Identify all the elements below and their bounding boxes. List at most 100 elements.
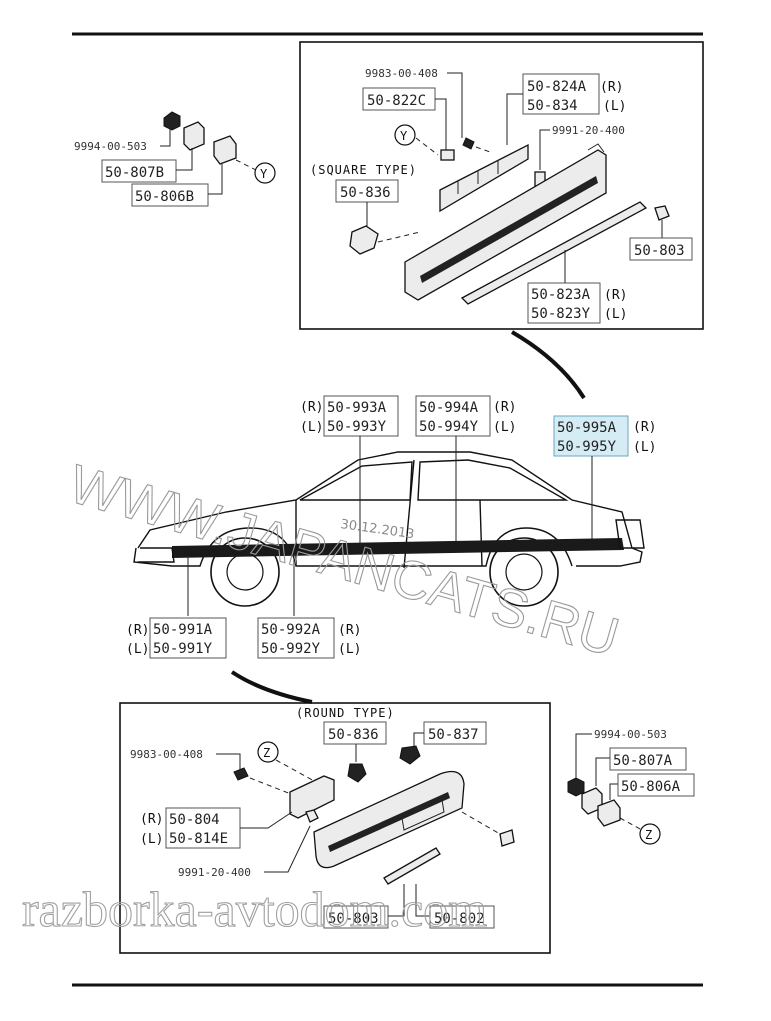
part-box xyxy=(429,905,495,929)
callout-z-letter: Z xyxy=(263,746,271,760)
part-50-803-bottom[interactable]: 50-803 xyxy=(328,911,379,927)
dashed-guide xyxy=(275,759,317,783)
part-50-991A[interactable]: 50-991A xyxy=(153,622,213,638)
dashed-guide xyxy=(461,811,501,835)
part-50-823A[interactable]: 50-823A xyxy=(531,287,591,303)
square-clip-part xyxy=(349,225,379,255)
round-type-label: (ROUND TYPE) xyxy=(296,706,395,720)
part-50-834[interactable]: 50-834 xyxy=(527,98,578,114)
round-moulding-strip xyxy=(328,792,450,852)
tail-light xyxy=(615,519,645,549)
part-box xyxy=(323,395,399,437)
bottom-detail-frame xyxy=(119,702,551,954)
part-50-994A[interactable]: 50-994A xyxy=(419,400,479,416)
part-50-993Y[interactable]: 50-993Y xyxy=(327,419,387,435)
part-box xyxy=(323,721,387,745)
side-left-label: (L) xyxy=(603,99,626,114)
part-box xyxy=(131,183,209,207)
moulding-strip xyxy=(420,176,598,283)
leader-line xyxy=(176,148,193,171)
part-50-837[interactable]: 50-837 xyxy=(428,727,479,743)
car-body xyxy=(133,451,643,567)
part-50-814E[interactable]: 50-814E xyxy=(169,831,228,847)
dashed-guide xyxy=(619,817,643,831)
part-50-992Y[interactable]: 50-992Y xyxy=(261,641,321,657)
part-9991-20-400-top[interactable]: 9991-20-400 xyxy=(552,124,625,137)
side-left-label: (L) xyxy=(604,307,627,322)
side-right-label: (R) xyxy=(633,420,656,435)
leader-line xyxy=(208,164,223,195)
part-50-824A[interactable]: 50-824A xyxy=(527,79,587,95)
screw-part xyxy=(462,137,475,150)
part-50-992A[interactable]: 50-992A xyxy=(261,622,321,638)
insert-strip-part-bottom xyxy=(383,847,441,885)
leader-line xyxy=(435,98,447,150)
part-50-807B[interactable]: 50-807B xyxy=(105,165,164,181)
part-50-806B[interactable]: 50-806B xyxy=(135,189,194,205)
part-50-803-top[interactable]: 50-803 xyxy=(634,243,685,259)
part-9983-00-408-top[interactable]: 9983-00-408 xyxy=(365,67,438,80)
side-right-label: (R) xyxy=(300,400,323,415)
round-clip-part-2 xyxy=(399,745,421,765)
end-clip-part xyxy=(654,205,670,221)
rear-window xyxy=(417,459,569,501)
part-50-994Y[interactable]: 50-994Y xyxy=(419,419,479,435)
side-right-label: (R) xyxy=(140,812,163,827)
part-50-993A[interactable]: 50-993A xyxy=(327,400,387,416)
part-50-804[interactable]: 50-804 xyxy=(169,812,220,828)
part-50-806A[interactable]: 50-806A xyxy=(621,779,681,795)
part-50-807A[interactable]: 50-807A xyxy=(613,753,673,769)
side-right-label: (R) xyxy=(604,288,627,303)
part-box-highlighted xyxy=(553,415,629,457)
front-bumper xyxy=(138,547,175,563)
bracket-part-bottom xyxy=(289,775,335,819)
screw-part-bottom xyxy=(233,767,249,781)
dashed-guide xyxy=(475,146,491,153)
part-50-822C[interactable]: 50-822C xyxy=(367,93,426,109)
part-box xyxy=(617,773,695,797)
part-9991-20-400-bottom[interactable]: 9991-20-400 xyxy=(178,866,251,879)
side-right-label: (R) xyxy=(600,80,623,95)
callout-z-letter: Z xyxy=(645,828,653,842)
dashed-guide xyxy=(249,777,297,797)
leader-line xyxy=(388,900,405,917)
part-50-991Y[interactable]: 50-991Y xyxy=(153,641,213,657)
top-detail-frame xyxy=(299,41,704,330)
dashed-guide xyxy=(377,231,421,243)
part-50-802[interactable]: 50-802 xyxy=(434,911,485,927)
side-left-label: (L) xyxy=(493,420,516,435)
moulding-window xyxy=(401,799,445,831)
bracket-part xyxy=(439,143,529,213)
side-right-label: (R) xyxy=(338,623,361,638)
callout-z-circle xyxy=(639,823,661,845)
leader-line xyxy=(575,733,592,780)
leader-line xyxy=(415,884,430,917)
watermark-razborka: razborka-avtodom.com xyxy=(22,881,487,937)
part-box xyxy=(415,395,491,437)
part-50-823Y[interactable]: 50-823Y xyxy=(531,306,591,322)
part-9994-00-503-right[interactable]: 9994-00-503 xyxy=(594,728,667,741)
side-right-label: (R) xyxy=(493,400,516,415)
pointer-arc-top xyxy=(510,330,586,400)
callout-y-circle xyxy=(254,162,276,184)
leader-line xyxy=(240,811,293,829)
side-left-label: (L) xyxy=(126,642,149,657)
part-50-836-top[interactable]: 50-836 xyxy=(340,185,391,201)
leader-line xyxy=(264,825,311,873)
side-left-label: (L) xyxy=(300,420,323,435)
front-window xyxy=(299,461,413,501)
part-50-995Y[interactable]: 50-995Y xyxy=(557,439,617,455)
rear-hub xyxy=(505,553,543,591)
part-box xyxy=(101,159,177,183)
part-50-836-bottom[interactable]: 50-836 xyxy=(328,727,379,743)
part-9983-00-408-bottom[interactable]: 9983-00-408 xyxy=(130,748,203,761)
clip-part xyxy=(440,149,455,161)
moulding-end xyxy=(587,143,605,153)
part-50-995A[interactable]: 50-995A xyxy=(557,420,617,436)
retainer-part-right xyxy=(597,799,621,827)
side-right-label: (R) xyxy=(126,623,149,638)
rear-wheel xyxy=(489,537,559,607)
part-9994-00-503-left[interactable]: 9994-00-503 xyxy=(74,140,147,153)
part-box xyxy=(257,617,335,659)
